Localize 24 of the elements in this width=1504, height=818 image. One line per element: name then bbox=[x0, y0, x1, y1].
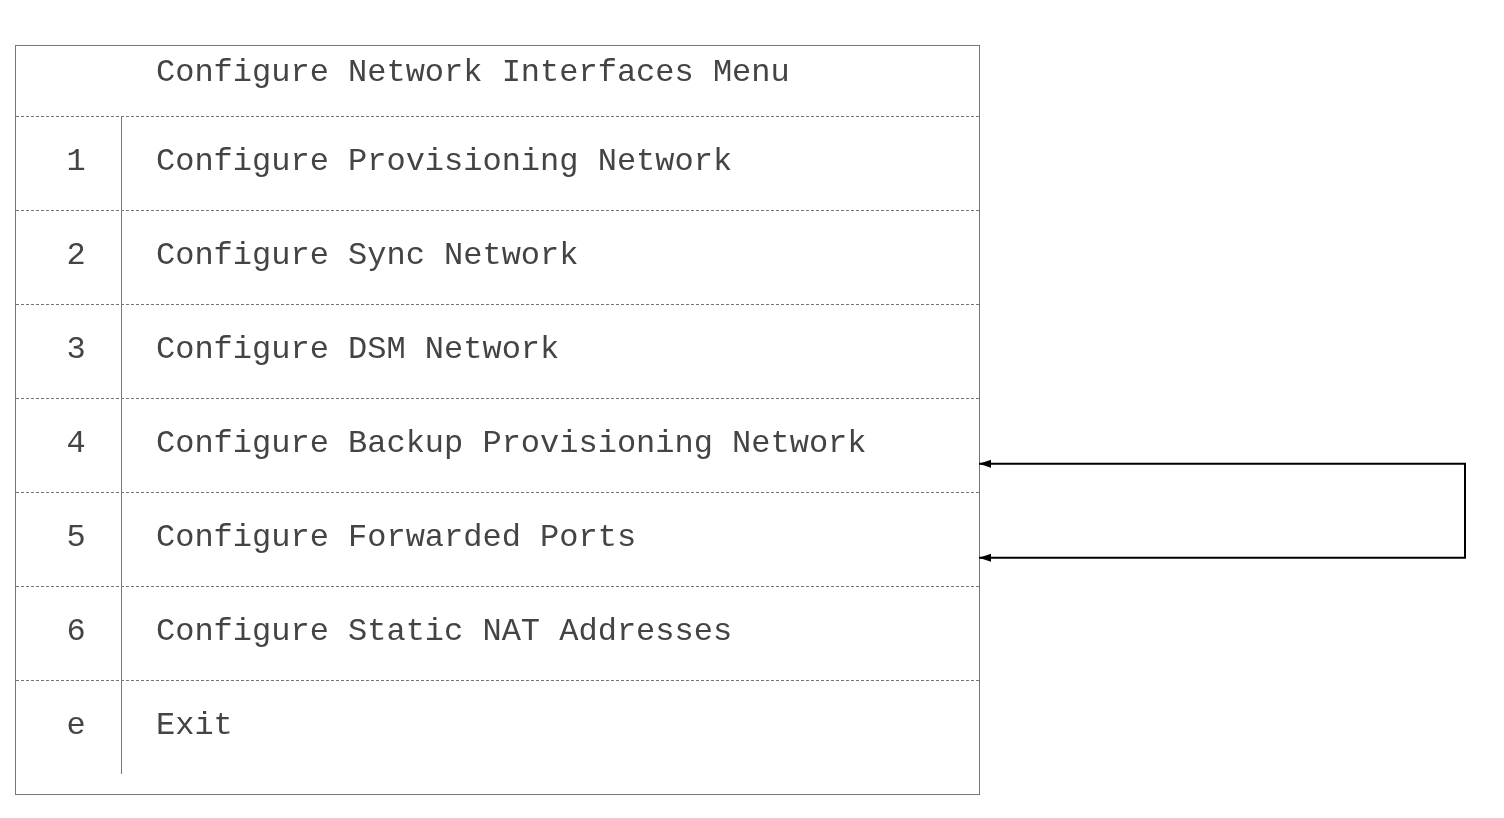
menu-option-row bbox=[16, 586, 979, 680]
option-label: Configure Backup Provisioning Network bbox=[156, 425, 867, 462]
menu-option-row bbox=[16, 680, 979, 774]
option-label: Configure Provisioning Network bbox=[156, 143, 733, 180]
option-key: 4 bbox=[56, 425, 96, 462]
menu-option-row bbox=[16, 304, 979, 398]
menu-panel bbox=[15, 45, 980, 795]
menu-option-row bbox=[16, 398, 979, 492]
option-label: Exit bbox=[156, 707, 233, 744]
option-key: e bbox=[56, 707, 96, 744]
option-label: Configure DSM Network bbox=[156, 331, 560, 368]
option-key: 3 bbox=[56, 331, 96, 368]
option-key: 5 bbox=[56, 519, 96, 556]
option-key: 2 bbox=[56, 237, 96, 274]
menu-option-row bbox=[16, 492, 979, 586]
bracket-arrow bbox=[978, 459, 1466, 562]
option-key: 6 bbox=[56, 613, 96, 650]
option-label: Configure Static NAT Addresses bbox=[156, 613, 733, 650]
option-key: 1 bbox=[56, 143, 96, 180]
option-label: Configure Sync Network bbox=[156, 237, 579, 274]
option-label: Configure Forwarded Ports bbox=[156, 519, 637, 556]
menu-option-row bbox=[16, 116, 979, 210]
menu-option-row bbox=[16, 210, 979, 304]
menu-title: Configure Network Interfaces Menu bbox=[156, 54, 790, 91]
